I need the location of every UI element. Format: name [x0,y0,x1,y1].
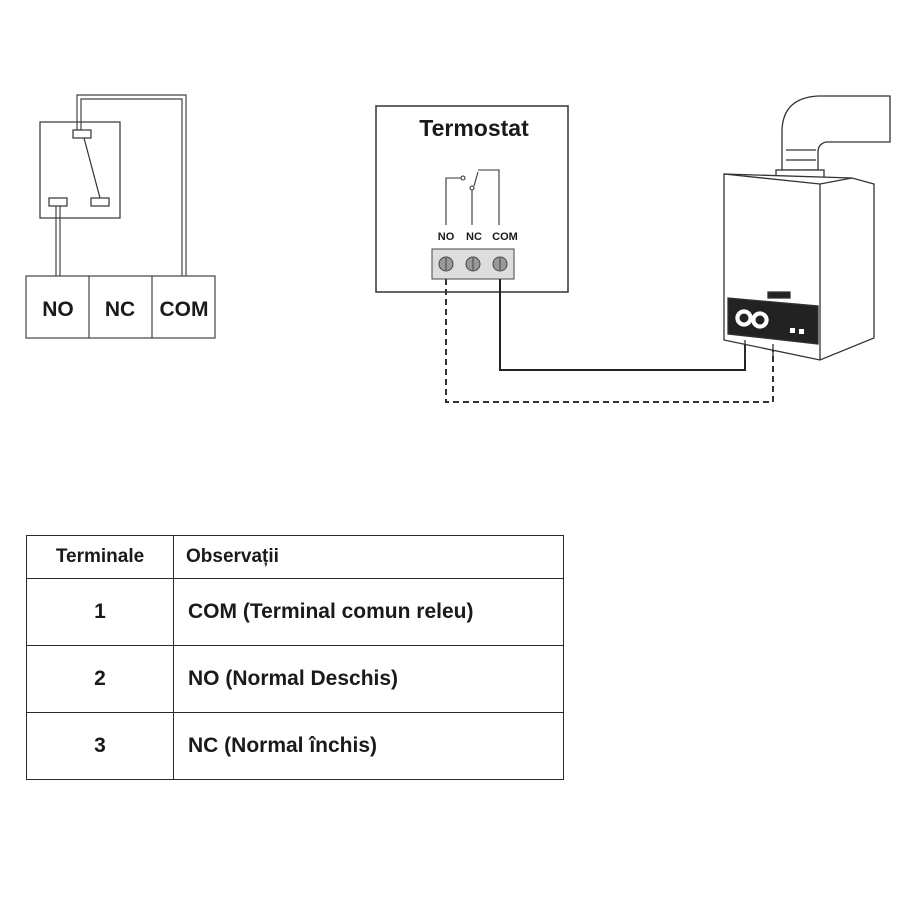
thermostat-diagram: Termostat NO NC COM [375,105,569,293]
relay-com-wire [76,94,187,276]
thermostat-label-nc: NC [466,231,482,243]
thermostat-title: Termostat [419,115,529,141]
relay-label-com: COM [160,298,209,321]
thermostat-screw-no [438,256,454,272]
table-row: 1 COM (Terminal comun releu) [26,578,564,646]
thermostat-screw-nc [465,256,481,272]
terminal-number: 1 [26,578,174,646]
boiler-flue-pipe [781,95,891,171]
relay-no-wire [55,206,61,276]
table-row: 2 NO (Normal Deschis) [26,645,564,713]
relay-label-no: NO [42,298,74,321]
relay-body [39,121,121,219]
relay-terminal-block [25,275,216,339]
terminal-note: NC (Normal închis) [173,712,564,780]
relay-common-contact [72,129,92,139]
header-terminale: Terminale [26,535,174,579]
thermostat-label-no: NO [438,231,455,243]
table-row: 3 NC (Normal închis) [26,712,564,780]
terminals-table: Terminale Observații 1 COM (Terminal com… [26,535,564,780]
thermostat-screw-com [492,256,508,272]
terminal-number: 3 [26,712,174,780]
relay-nc-contact [90,197,110,207]
thermostat-label-com: COM [492,231,518,243]
terminal-note: COM (Terminal comun releu) [173,578,564,646]
no-dashed-wire [445,279,774,403]
relay-diagram: NO NC COM [25,94,216,339]
relay-switch-arm [83,137,101,199]
relay-label-nc: NC [105,298,135,321]
terminal-number: 2 [26,645,174,713]
header-observatii: Observații [173,535,564,579]
thermostat-switch-schematic [445,169,500,225]
boiler-control-panel [727,297,819,345]
relay-no-contact [48,197,68,207]
terminal-note: NO (Normal Deschis) [173,645,564,713]
boiler-illustration [723,95,891,362]
table-header-row: Terminale Observații [26,535,564,579]
